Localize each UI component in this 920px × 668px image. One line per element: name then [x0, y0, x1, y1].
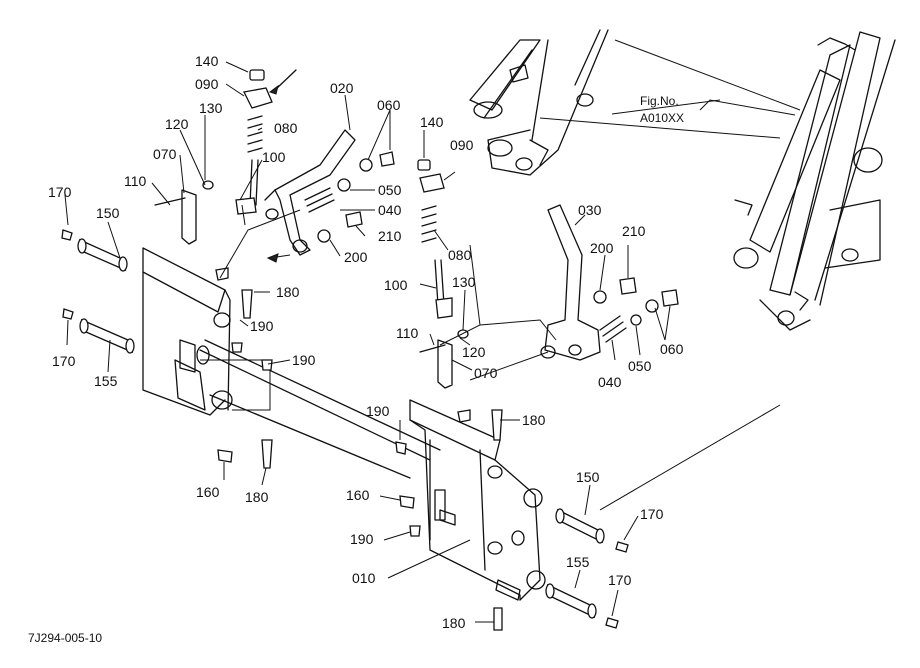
callout-040-right: 040 — [598, 374, 622, 390]
callout-050-right: 050 — [628, 358, 652, 374]
pin-155-right — [545, 583, 619, 629]
callout-130-left: 130 — [199, 100, 223, 116]
drawing-code: 7J294-005-10 — [28, 631, 102, 645]
callout-070-left: 070 — [153, 146, 177, 162]
callout-180-d: 180 — [442, 615, 466, 631]
callout-080-left: 080 — [274, 120, 298, 136]
lever-020 — [264, 129, 356, 256]
rod-stack-right — [417, 159, 469, 389]
pin-150-right — [555, 508, 629, 553]
callout-190-d: 190 — [350, 531, 374, 547]
callout-155-b: 155 — [566, 554, 590, 570]
callout-180-a: 180 — [276, 284, 300, 300]
cross-tube — [196, 339, 441, 479]
hardware-left-lever — [304, 151, 395, 243]
callout-050-top: 050 — [378, 182, 402, 198]
callout-170-c: 170 — [640, 506, 664, 522]
callout-180-c: 180 — [522, 412, 546, 428]
callout-160-a: 160 — [196, 484, 220, 500]
callout-190-a: 190 — [250, 318, 274, 334]
fig-no-label: Fig.No. — [640, 94, 679, 108]
callout-060-right: 060 — [660, 341, 684, 357]
callout-090-right: 090 — [450, 137, 474, 153]
callout-170-b: 170 — [52, 353, 76, 369]
callout-190-b: 190 — [292, 352, 316, 368]
callout-200-right: 200 — [590, 240, 614, 256]
bracket-right — [409, 399, 546, 601]
callout-180-b: 180 — [245, 489, 269, 505]
callout-120-right: 120 — [462, 344, 486, 360]
callout-040-top: 040 — [378, 202, 402, 218]
small-hardware — [215, 267, 503, 631]
callout-190-c: 190 — [366, 403, 390, 419]
pin-150-left — [61, 229, 128, 272]
callout-170-a: 170 — [48, 184, 72, 200]
lever-030 — [540, 204, 601, 361]
callout-090-left: 090 — [195, 76, 219, 92]
leader-lines — [64, 61, 796, 623]
callout-080-right: 080 — [448, 247, 472, 263]
fig-no-value: A010XX — [640, 111, 684, 125]
callout-210-right: 210 — [622, 223, 646, 239]
callout-120-left: 120 — [165, 116, 189, 132]
callout-140-right: 140 — [420, 114, 444, 130]
callout-030: 030 — [578, 202, 602, 218]
callout-170-d: 170 — [608, 572, 632, 588]
hardware-right-lever — [593, 277, 679, 343]
callout-155-a: 155 — [94, 373, 118, 389]
callout-140-left: 140 — [195, 53, 219, 69]
callout-100-right: 100 — [384, 277, 408, 293]
bracket-left — [142, 247, 271, 416]
callout-100-left: 100 — [262, 149, 286, 165]
rod-stack-left — [154, 69, 297, 245]
callout-150-a: 150 — [96, 205, 120, 221]
callout-130-right: 130 — [452, 274, 476, 290]
callout-110-right: 110 — [396, 325, 419, 341]
callout-150-b: 150 — [576, 469, 600, 485]
callout-200-top: 200 — [344, 249, 368, 265]
callout-070-right: 070 — [474, 365, 498, 381]
callout-110-left: 110 — [124, 173, 147, 189]
callout-160-b: 160 — [346, 487, 370, 503]
pin-155-left — [62, 308, 135, 354]
callout-010: 010 — [352, 570, 376, 586]
loader-frame — [469, 29, 896, 331]
callout-060-top: 060 — [377, 97, 401, 113]
callout-210-top: 210 — [378, 228, 402, 244]
callout-020: 020 — [330, 80, 354, 96]
